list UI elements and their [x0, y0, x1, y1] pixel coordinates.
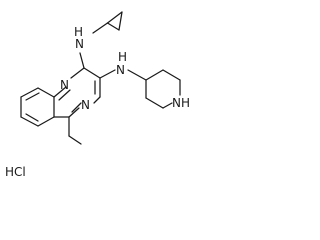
bond-c3-nh: [99, 69, 116, 79]
bond-nh-piperidine: [127, 69, 147, 81]
atom-n-cyclopropylamino: N: [75, 37, 84, 51]
cyclopropyl-ring: [106, 11, 123, 31]
benzene-ring: [20, 87, 70, 127]
atom-n-piperidinylamino: N: [116, 63, 125, 77]
bond-cyclopropyl-nh: [92, 22, 109, 34]
structure-canvas: N H N H N N NH HCl: [5, 11, 190, 179]
atom-n-quinoxaline-upper: N: [60, 78, 69, 92]
salt-label: HCl: [5, 165, 26, 179]
atom-h-cyclopropylamino: H: [74, 25, 83, 39]
bond-nh-c2: [79, 52, 85, 69]
atom-n-quinoxaline-lower: N: [81, 98, 90, 112]
piperidine-ring: [145, 69, 181, 109]
atom-nh-piperidine: NH: [172, 96, 190, 110]
pyrazine-ring: [53, 67, 101, 145]
chemical-structure-diagram: N H N H N N NH HCl: [5, 11, 190, 179]
atom-h-piperidinylamino: H: [118, 50, 127, 64]
